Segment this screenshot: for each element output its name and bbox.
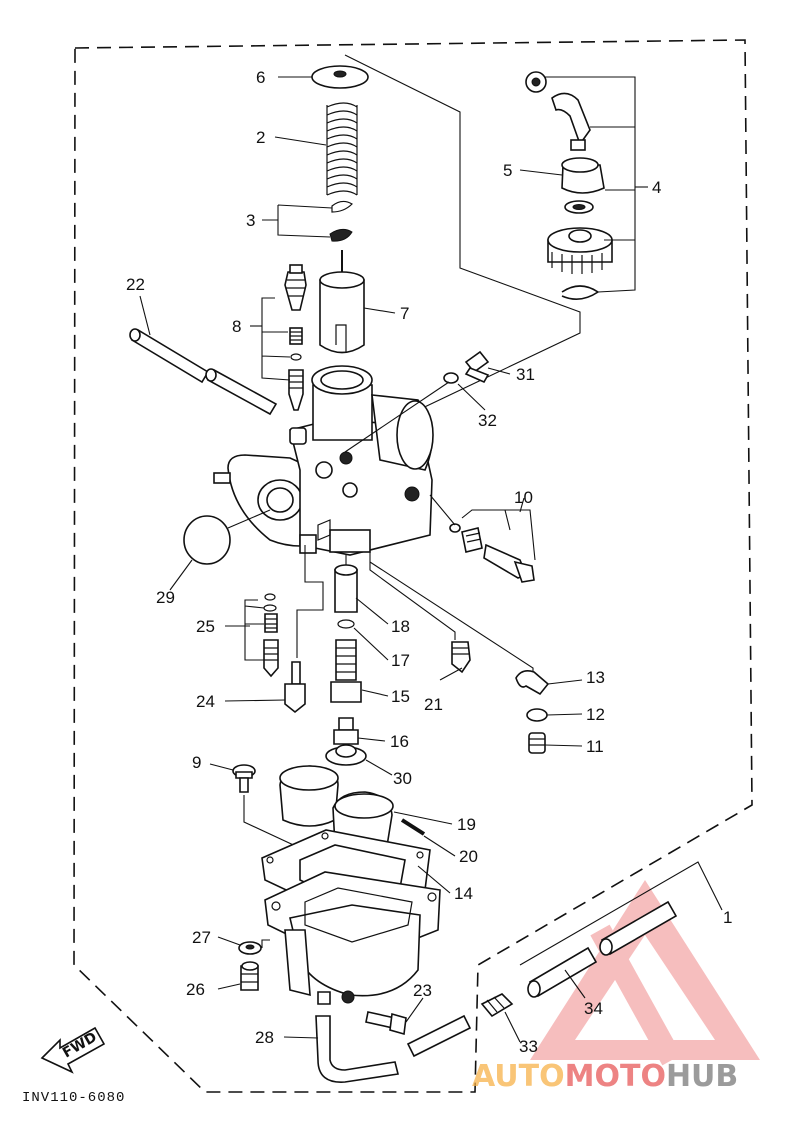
callout-14: 14 — [454, 884, 473, 903]
needle-clips — [329, 200, 353, 242]
drain-screw-set — [451, 641, 471, 674]
callout-21: 21 — [424, 695, 443, 714]
callout-16: 16 — [390, 732, 409, 751]
throttle-spring — [326, 102, 358, 196]
carburetor-body — [213, 365, 434, 556]
body-screw — [464, 350, 490, 384]
drain-hose — [315, 1015, 399, 1083]
drain-tube — [406, 1014, 472, 1058]
callout-26: 26 — [186, 980, 205, 999]
watermark-hub: HUB — [666, 1059, 738, 1094]
callout-12: 12 — [586, 705, 605, 724]
stop-screw-bracket — [429, 494, 536, 561]
callout-6: 6 — [256, 68, 265, 87]
watermark-auto: AUTO — [472, 1059, 565, 1094]
breather-fitting — [480, 993, 514, 1018]
callout-18: 18 — [391, 617, 410, 636]
main-jet — [333, 717, 359, 745]
drain-screw — [365, 1011, 407, 1036]
callout-17: 17 — [391, 651, 410, 670]
main-jet-washer — [325, 744, 367, 766]
needle-jet — [330, 639, 362, 703]
callout-numbers: 6 2 3 5 4 7 22 8 31 32 10 29 25 18 17 15… — [126, 68, 732, 1056]
starter-set-bracket — [545, 76, 636, 293]
callout-1: 1 — [723, 908, 732, 927]
pilot-jet-axis — [296, 545, 324, 658]
drain-axis — [261, 939, 270, 948]
drain-bolt — [240, 961, 259, 991]
callout-11: 11 — [586, 737, 604, 756]
starter-assembly-line — [344, 54, 581, 434]
diagram-code: INV110-6080 — [22, 1090, 125, 1106]
pilot-set-bracket — [261, 297, 291, 381]
callout-5: 5 — [503, 161, 512, 180]
drain-bolt-washer — [238, 941, 262, 955]
assembly-boundary — [73, 39, 753, 1093]
needle-jet-holder — [334, 564, 358, 613]
throttle-stop-screw-set — [449, 523, 535, 583]
fuel-hose-pieces — [129, 328, 278, 416]
pilot-jet — [284, 661, 306, 714]
callout-34: 34 — [584, 999, 603, 1018]
pilot-jet-bracket — [244, 599, 265, 661]
float-chamber-screw — [232, 764, 256, 793]
body-screw-washer — [443, 372, 459, 384]
callout-22: 22 — [126, 275, 145, 294]
throttle-valve — [319, 250, 365, 354]
fwd-arrow-icon: FWD — [40, 1026, 106, 1074]
watermark-moto: MOTO — [565, 1059, 666, 1094]
callout-15: 15 — [391, 687, 410, 706]
cable-guide — [515, 670, 550, 696]
callout-9: 9 — [192, 753, 201, 772]
top-washer — [311, 65, 369, 89]
callout-27: 27 — [192, 928, 211, 947]
float — [279, 765, 394, 853]
callout-28: 28 — [255, 1028, 274, 1047]
callout-4: 4 — [652, 178, 661, 197]
gasket-leader — [227, 509, 271, 529]
callout-29: 29 — [156, 588, 175, 607]
callout-30: 30 — [393, 769, 412, 788]
callout-3: 3 — [246, 211, 255, 230]
callout-25: 25 — [196, 617, 215, 636]
gasket-washer — [526, 708, 548, 722]
callout-10: 10 — [514, 488, 533, 507]
callout-7: 7 — [400, 304, 409, 323]
callout-2: 2 — [256, 128, 265, 147]
callout-23: 23 — [413, 981, 432, 1000]
callout-20: 20 — [459, 847, 478, 866]
screw-axis-line — [344, 381, 450, 453]
breather-hose-pieces — [527, 900, 678, 998]
leader-lines — [139, 76, 723, 1043]
callout-24: 24 — [196, 692, 215, 711]
float-pin — [400, 818, 426, 836]
plug-screw — [528, 732, 546, 754]
o-ring — [337, 619, 355, 629]
callout-13: 13 — [586, 668, 605, 687]
callout-32: 32 — [478, 411, 497, 430]
flange-gasket — [183, 515, 231, 565]
pilot-screw-set — [284, 264, 307, 411]
callout-33: 33 — [519, 1037, 538, 1056]
callout-19: 19 — [457, 815, 476, 834]
callout-31: 31 — [516, 365, 535, 384]
callout-8: 8 — [232, 317, 241, 336]
svg-text:AUTOMOTOHUB: AUTOMOTOHUB — [472, 1059, 738, 1094]
float-chamber-bowl — [264, 871, 441, 1005]
watermark-text: AUTOMOTOHUB — [472, 1059, 738, 1094]
pilot-jet-set — [263, 593, 279, 678]
starter-plunger-set — [525, 71, 613, 300]
